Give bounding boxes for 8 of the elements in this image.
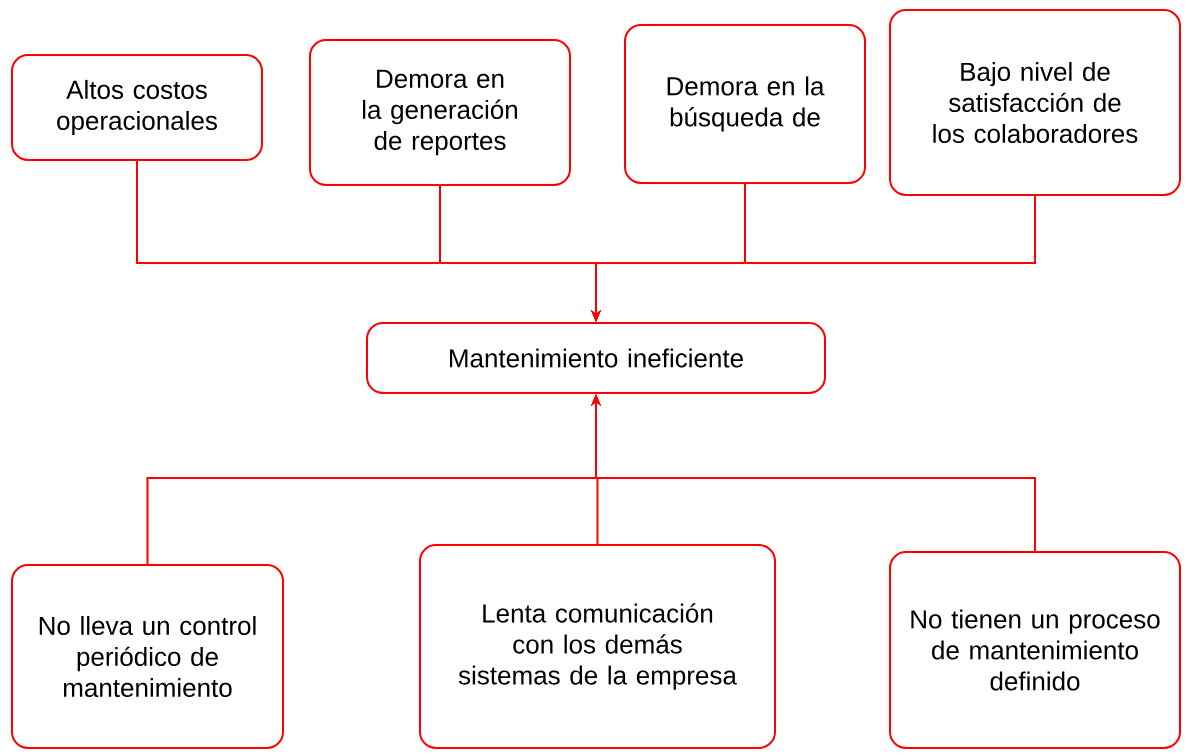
- cause-box: Bajo nivel de satisfacción de los colaboradores: [889, 9, 1181, 196]
- cause-box: Demora en la generación de reportes: [309, 39, 571, 186]
- cause-box: Altos costos operacionales: [11, 54, 263, 161]
- effect-box: Mantenimiento ineficiente: [366, 322, 826, 394]
- cause-box: Demora en la búsqueda de: [624, 24, 866, 184]
- cause-box: No lleva un control periódico de mantenimiento: [11, 564, 284, 749]
- cause-box: Lenta comunicación con los demás sistemas de la empresa: [419, 544, 776, 749]
- cause-box: No tienen un proceso de mantenimiento definido: [889, 551, 1181, 749]
